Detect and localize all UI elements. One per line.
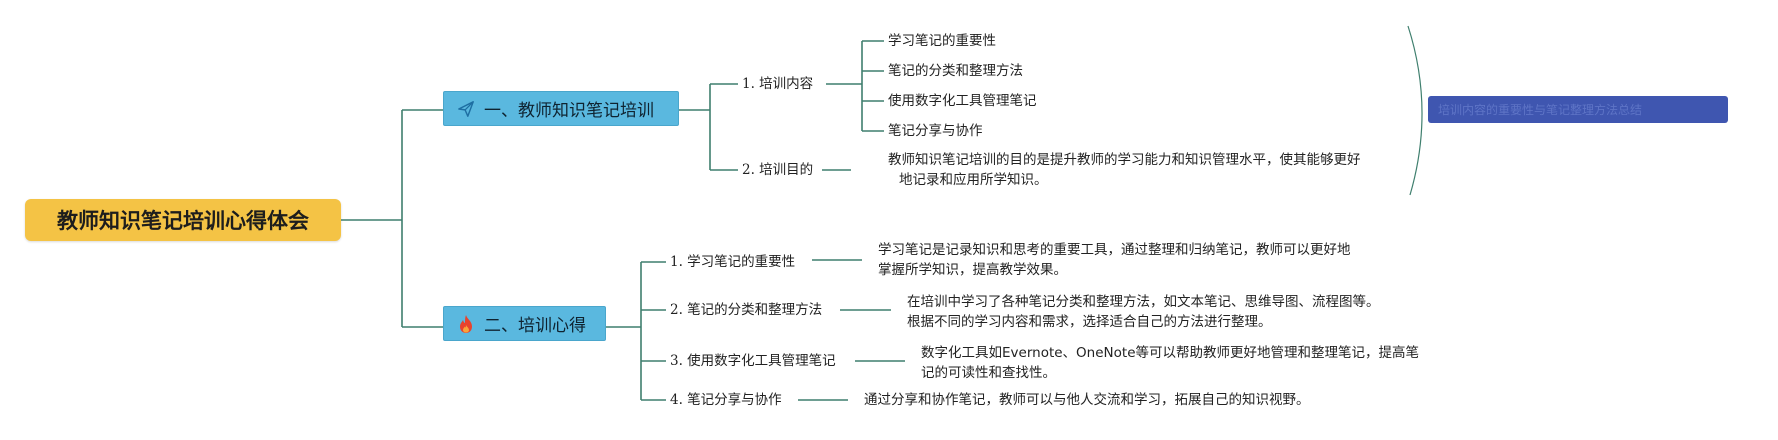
branch-title: 一、教师知识笔记培训 (484, 101, 654, 121)
leaf-note-sharing[interactable]: 笔记分享与协作 (888, 123, 983, 139)
leaf-digital-tools[interactable]: 使用数字化工具管理笔记 (888, 93, 1037, 109)
summary-bracket (1407, 25, 1423, 196)
subtopic-training-purpose[interactable]: 2. 培训目的 (742, 162, 814, 178)
text-importance[interactable]: 学习笔记是记录知识和思考的重要工具，通过整理和归纳笔记，教师可以更好地 掌握所学… (878, 242, 1351, 278)
text-digital-tools[interactable]: 数字化工具如Evernote、OneNote等可以帮助教师更好地管理和整理笔记，… (921, 345, 1419, 381)
text-sharing-collaboration[interactable]: 通过分享和协作笔记，教师可以与他人交流和学习，拓展自己的知识视野。 (864, 392, 1310, 408)
subtopic-training-content[interactable]: 1. 培训内容 (742, 76, 814, 92)
summary-text: 培训内容的重要性与笔记整理方法总结 (1438, 103, 1643, 117)
root-title: 教师知识笔记培训心得体会 (57, 209, 309, 233)
subtopic-classification-methods[interactable]: 2. 笔记的分类和整理方法 (670, 302, 823, 318)
subtopic-digital-tools[interactable]: 3. 使用数字化工具管理笔记 (670, 353, 836, 369)
branch-training-insights[interactable]: 二、培训心得 (443, 306, 606, 341)
summary-topic[interactable]: 培训内容的重要性与笔记整理方法总结 (1428, 96, 1728, 123)
link-branch2-spine (606, 262, 642, 400)
fire-icon (456, 314, 476, 334)
leaf-note-classification[interactable]: 笔记的分类和整理方法 (888, 63, 1023, 79)
subtopic-sharing-collaboration[interactable]: 4. 笔记分享与协作 (670, 392, 782, 408)
leaf-note-importance[interactable]: 学习笔记的重要性 (888, 33, 996, 49)
text-training-purpose[interactable]: 教师知识笔记培训的目的是提升教师的学习能力和知识管理水平，使其能够更好 地记录和… (888, 152, 1361, 188)
root-topic[interactable]: 教师知识笔记培训心得体会 (25, 199, 341, 241)
paper-plane-icon (456, 99, 476, 119)
subtopic-importance[interactable]: 1. 学习笔记的重要性 (670, 254, 796, 270)
text-classification-methods[interactable]: 在培训中学习了各种笔记分类和整理方法，如文本笔记、思维导图、流程图等。 根据不同… (907, 294, 1380, 330)
link-branch1-spine (679, 84, 711, 170)
branch-title: 二、培训心得 (484, 316, 586, 336)
branch-teacher-note-training[interactable]: 一、教师知识笔记培训 (443, 91, 679, 126)
link-root-spine (341, 110, 403, 327)
